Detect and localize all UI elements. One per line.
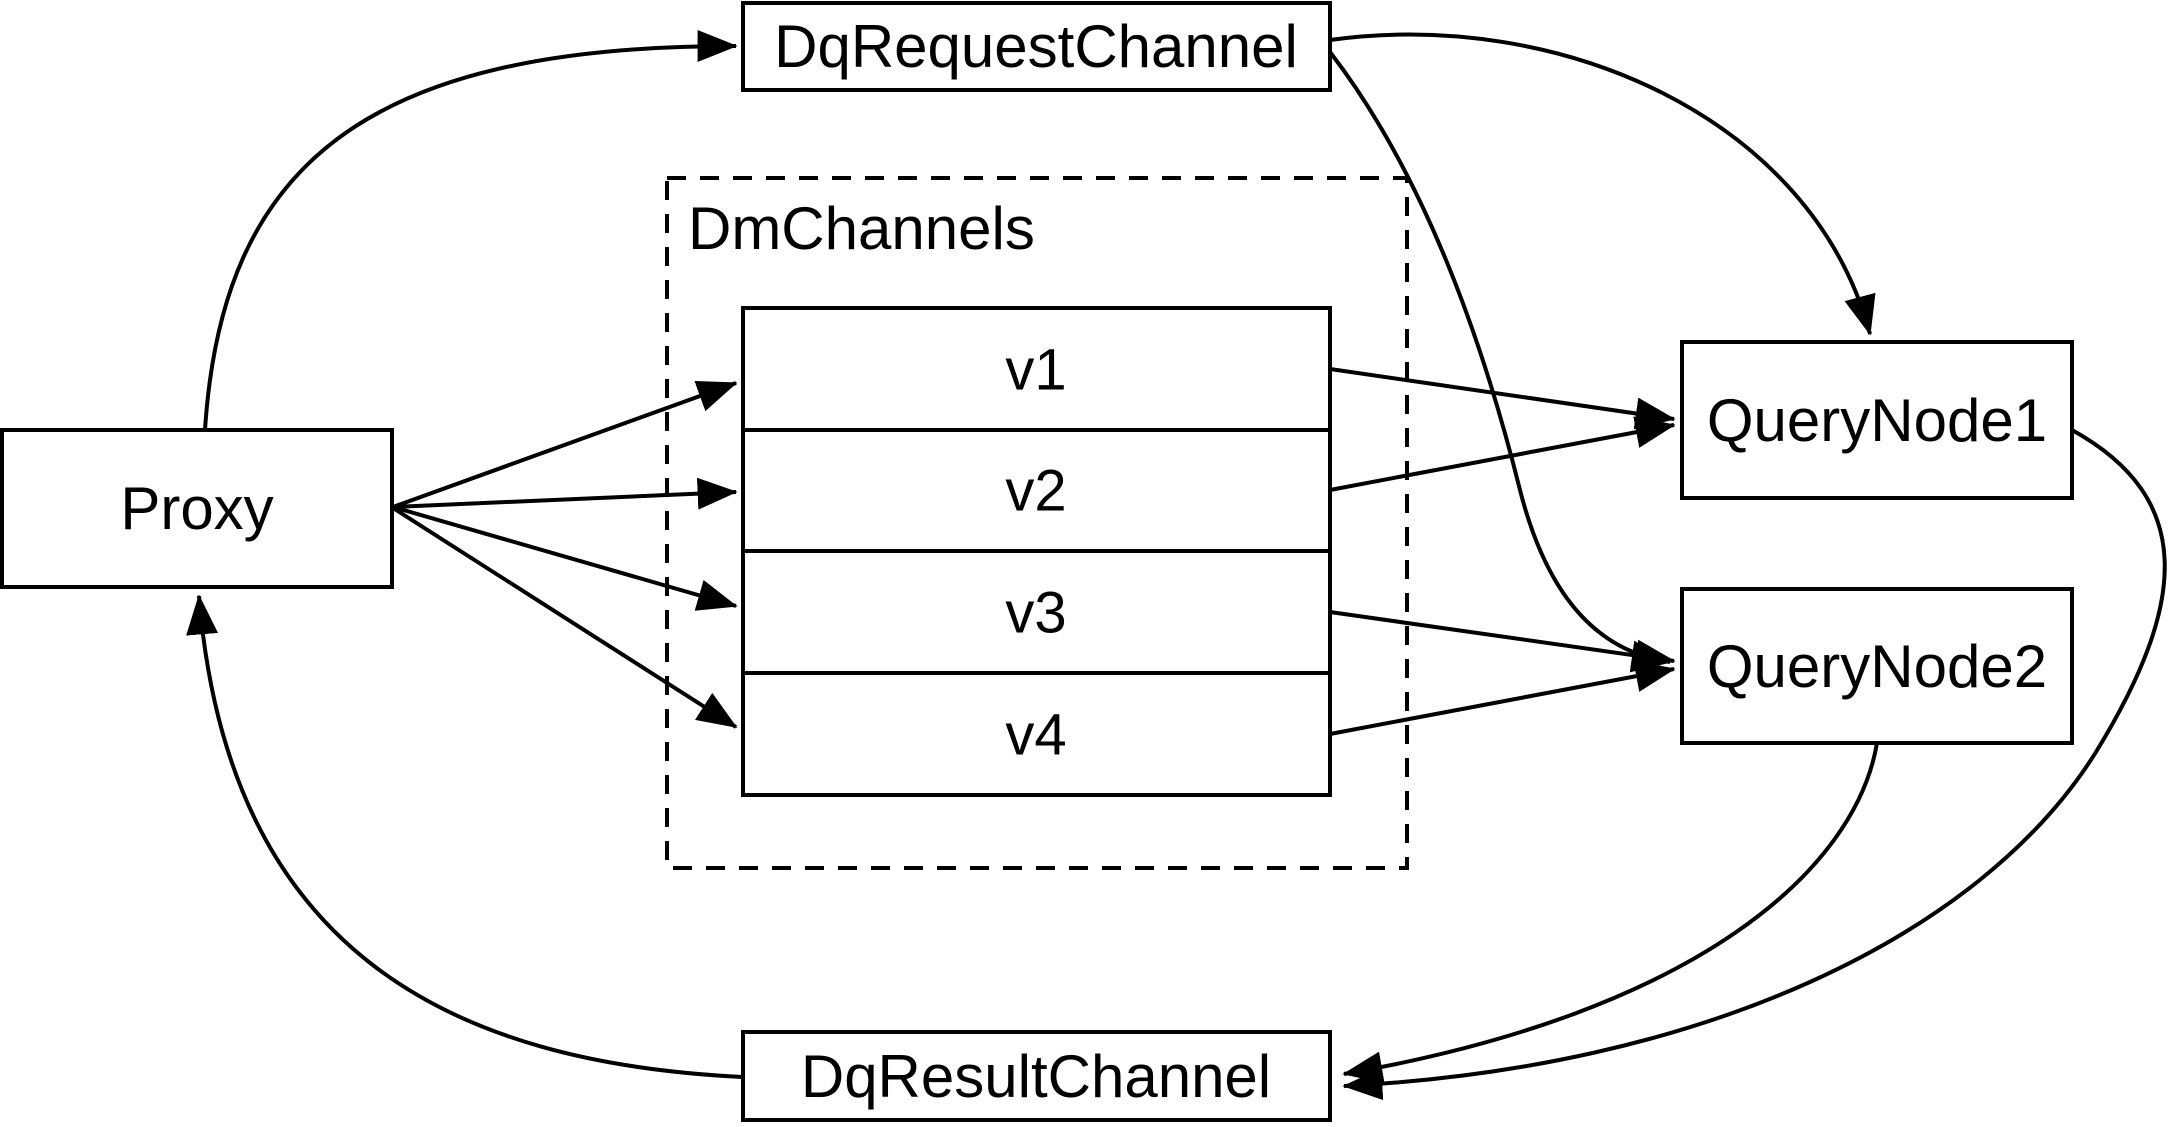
edge-proxy-v1 (392, 381, 738, 509)
channel-row-v2-label: v2 (1005, 458, 1066, 523)
dqrequestchannel-box (741, 1, 1332, 92)
querynode1-box (1680, 340, 2074, 500)
edge-querynode2-dqresultchannel (1342, 742, 1879, 1084)
dqrequestchannel-label: DqRequestChannel (774, 13, 1298, 80)
node-proxy: Proxy (0, 428, 394, 589)
dmchannels-container: DmChannels (665, 176, 1409, 870)
edge-dqrequestchannel-querynode2 (1328, 50, 1672, 673)
edge-proxy-v4 (391, 506, 738, 729)
edge-v2-querynode1 (1329, 416, 1676, 492)
edge-proxy-dqrequestchannel (203, 30, 738, 431)
querynode2-label: QueryNode2 (1707, 633, 2047, 700)
edge-proxy-v2 (392, 477, 738, 510)
proxy-box (0, 428, 394, 589)
node-dqresultchannel: DqResultChannel (741, 1030, 1332, 1122)
dmchannels-label: DmChannels (688, 195, 1035, 262)
edge-v1-querynode1 (1329, 367, 1676, 430)
edge-v4-querynode2 (1329, 660, 1676, 736)
edge-proxy-v3 (392, 505, 738, 611)
edge-querynode1-dqresultchannel (1342, 428, 2167, 1101)
querynode2-box (1680, 587, 2074, 745)
channel-row-v3-label: v3 (1005, 580, 1066, 645)
dqresultchannel-label: DqResultChannel (801, 1043, 1271, 1110)
channel-row-v1-label: v1 (1005, 337, 1066, 402)
querynode1-label: QueryNode1 (1707, 387, 2047, 454)
node-dqrequestchannel: DqRequestChannel (741, 1, 1332, 92)
edge-dqrequestchannel-querynode1 (1329, 32, 1876, 336)
node-querynode2: QueryNode2 (1680, 587, 2074, 745)
channel-row-v4-label: v4 (1005, 702, 1066, 767)
edge-v3-querynode2 (1329, 610, 1676, 672)
proxy-label: Proxy (120, 475, 273, 542)
channel-table: v1 v2 v3 v4 (741, 306, 1332, 797)
dmchannels-border (665, 176, 1409, 870)
dqresultchannel-box (741, 1030, 1332, 1122)
node-querynode1: QueryNode1 (1680, 340, 2074, 500)
edge-dqresultchannel-proxy (186, 594, 744, 1079)
